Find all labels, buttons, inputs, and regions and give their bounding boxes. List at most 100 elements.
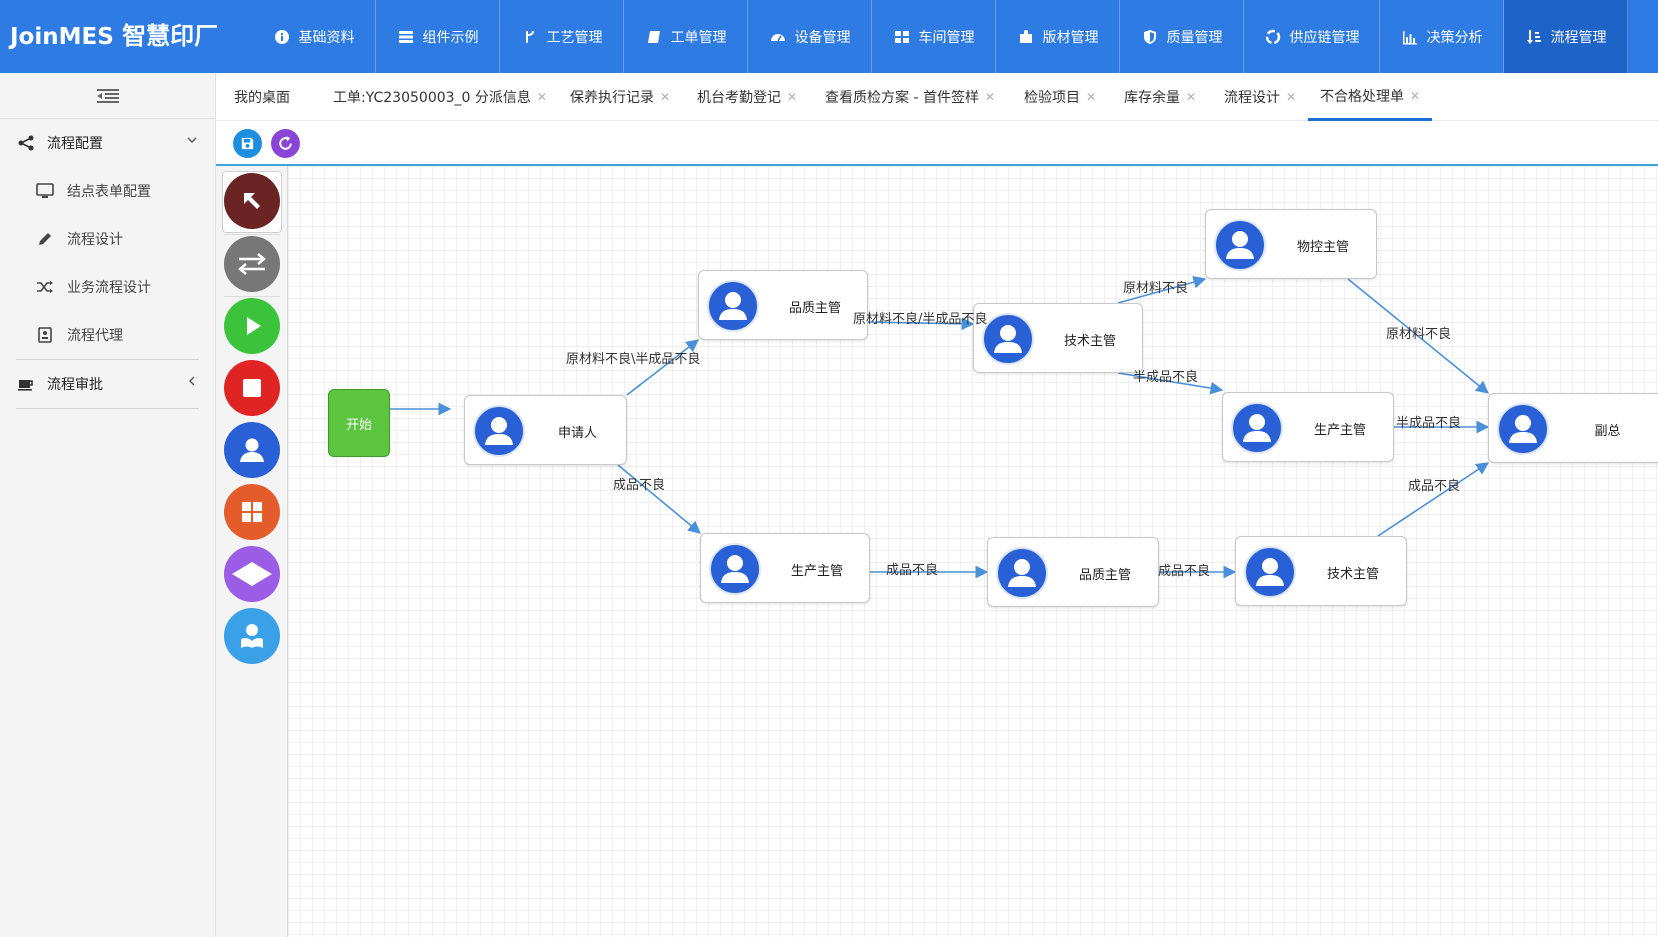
id-card-icon xyxy=(38,327,52,343)
close-icon[interactable]: ✕ xyxy=(1086,90,1097,104)
flow-node-n4[interactable]: 技术主管 xyxy=(973,303,1143,373)
nav-item-label: 设备管理 xyxy=(794,29,851,46)
flow-node-n1[interactable]: 申请人 xyxy=(464,395,627,465)
close-icon[interactable]: ✕ xyxy=(536,90,547,104)
flow-edge-e4[interactable] xyxy=(1117,275,1207,304)
nav-item-label: 供应链管理 xyxy=(1289,29,1360,46)
sidebar: 流程配置 结点表单配置 流程设计 业务流程设计 流程代理 流程审批 xyxy=(0,73,216,937)
palette-divider xyxy=(224,296,280,297)
tab-label: 保养执行记录 xyxy=(570,90,654,106)
nav-item-process[interactable]: 工艺管理 xyxy=(500,0,624,73)
flow-node-n6[interactable]: 生产主管 xyxy=(1222,392,1394,462)
connect-tool[interactable] xyxy=(224,236,280,292)
flow-edge-label: 半成品不良 xyxy=(1396,416,1462,431)
flow-edge-e10[interactable] xyxy=(1377,462,1490,537)
role-task-tool[interactable] xyxy=(224,608,280,664)
nav-item-basic-data[interactable]: 基础资料 xyxy=(252,0,376,73)
nav-item-label: 决策分析 xyxy=(1426,29,1483,46)
brand-logo: JoinMES 智慧印厂 xyxy=(10,18,218,54)
chevron-down-icon xyxy=(187,137,197,143)
save-button[interactable] xyxy=(233,129,262,158)
nav-item-supply-chain[interactable]: 供应链管理 xyxy=(1244,0,1380,73)
nav-item-decision[interactable]: 决策分析 xyxy=(1380,0,1504,73)
end-tool[interactable] xyxy=(224,360,280,416)
nav-item-plate[interactable]: 版材管理 xyxy=(996,0,1120,73)
nav-item-workflow[interactable]: 流程管理 xyxy=(1504,0,1628,73)
nav-item-quality[interactable]: 质量管理 xyxy=(1120,0,1244,73)
tab-label: 库存余量 xyxy=(1124,90,1180,106)
sidebar-divider xyxy=(16,408,199,409)
close-icon[interactable]: ✕ xyxy=(1410,88,1421,103)
logo-text-en: JoinMES xyxy=(10,24,114,50)
chevron-left-icon xyxy=(189,376,195,386)
sidebar-group-flow-approval[interactable]: 流程审批 xyxy=(0,360,215,408)
flow-edge-e1[interactable] xyxy=(626,339,700,396)
tab-machine-attendance[interactable]: 机台考勤登记✕ xyxy=(697,73,797,121)
nav-item-label: 组件示例 xyxy=(422,29,479,46)
tab-flow-design[interactable]: 流程设计 ✕ xyxy=(1224,73,1296,121)
flow-edge-e3[interactable] xyxy=(867,317,975,331)
refresh-button[interactable] xyxy=(271,129,300,158)
flow-node-n9[interactable]: 技术主管 xyxy=(1235,536,1407,606)
flow-edge-e5[interactable] xyxy=(1117,372,1224,395)
flow-node-label: 生产主管 xyxy=(790,563,843,579)
server-icon xyxy=(398,30,413,43)
close-icon[interactable]: ✕ xyxy=(787,90,798,104)
flow-edge-e2[interactable] xyxy=(617,464,701,534)
sidebar-item-flow-agent[interactable]: 流程代理 xyxy=(0,311,215,359)
sidebar-item-node-form-config[interactable]: 结点表单配置 xyxy=(0,167,215,215)
sidebar-toggle-button[interactable] xyxy=(0,73,215,119)
sidebar-group-flow-config[interactable]: 流程配置 xyxy=(0,119,215,167)
user-avatar-icon xyxy=(982,313,1034,365)
book-icon xyxy=(647,30,660,43)
flow-node-n7[interactable]: 副总 xyxy=(1488,393,1658,463)
flow-edge-label: 原材料不良\半成品不良 xyxy=(566,352,701,367)
sidebar-item-business-flow-design[interactable]: 业务流程设计 xyxy=(0,263,215,311)
close-icon[interactable]: ✕ xyxy=(660,90,671,104)
select-tool[interactable] xyxy=(224,173,280,229)
sidebar-item-label: 业务流程设计 xyxy=(67,280,151,296)
flow-edge-label: 成品不良 xyxy=(613,478,666,493)
flow-node-n2[interactable]: 品质主管 xyxy=(698,270,868,340)
flow-node-label: 技术主管 xyxy=(1326,566,1379,582)
sort-icon xyxy=(1526,29,1541,44)
puzzle-icon xyxy=(1019,29,1032,43)
flow-edge-label: 成品不良 xyxy=(886,563,939,578)
tab-work-order-dispatch[interactable]: 工单:YC23050003_0 分派信息✕ xyxy=(333,73,547,121)
tab-nonconformance[interactable]: 不合格处理单✕ xyxy=(1308,73,1433,121)
tab-label: 我的桌面 xyxy=(234,90,290,106)
flow-node-label: 申请人 xyxy=(557,425,597,441)
nav-item-label: 版材管理 xyxy=(1042,29,1099,46)
nav-item-components[interactable]: 组件示例 xyxy=(376,0,500,73)
flow-node-n5[interactable]: 物控主管 xyxy=(1205,209,1377,279)
flow-start-node[interactable]: 开始 xyxy=(328,389,390,457)
tab-label: 流程设计 xyxy=(1224,90,1280,106)
close-icon[interactable]: ✕ xyxy=(1186,90,1197,104)
sidebar-item-flow-design[interactable]: 流程设计 xyxy=(0,215,215,263)
subprocess-tool[interactable] xyxy=(224,484,280,540)
start-tool[interactable] xyxy=(224,298,280,354)
tab-my-desktop[interactable]: 我的桌面 xyxy=(234,73,290,121)
close-icon[interactable]: ✕ xyxy=(1286,90,1297,104)
flow-node-n8[interactable]: 品质主管 xyxy=(987,537,1159,607)
sidebar-group-label: 流程配置 xyxy=(47,136,103,152)
nav-item-work-order[interactable]: 工单管理 xyxy=(624,0,748,73)
nav-item-workshop[interactable]: 车间管理 xyxy=(872,0,996,73)
nav-item-equipment[interactable]: 设备管理 xyxy=(748,0,872,73)
refresh-icon xyxy=(279,136,292,150)
tab-inspection-plan[interactable]: 查看质检方案 - 首件签样✕ xyxy=(825,73,995,121)
gateway-tool[interactable] xyxy=(224,546,280,602)
tab-inventory[interactable]: 库存余量 ✕ xyxy=(1124,73,1196,121)
flow-edge-e6[interactable] xyxy=(1347,278,1489,394)
tab-inspection-items[interactable]: 检验项目✕ xyxy=(1024,73,1096,121)
node-palette xyxy=(216,166,288,937)
user-avatar-icon xyxy=(709,543,761,595)
grid-icon xyxy=(242,502,262,522)
save-icon xyxy=(241,137,254,150)
coffee-icon xyxy=(18,380,33,391)
flow-node-n3[interactable]: 生产主管 xyxy=(700,533,870,603)
flow-canvas[interactable]: 开始申请人品质主管生产主管技术主管物控主管生产主管副总品质主管技术主管 原材料不… xyxy=(288,166,1658,937)
user-task-tool[interactable] xyxy=(224,422,280,478)
close-icon[interactable]: ✕ xyxy=(984,90,996,104)
tab-maintenance-record[interactable]: 保养执行记录 ✕ xyxy=(570,73,670,121)
